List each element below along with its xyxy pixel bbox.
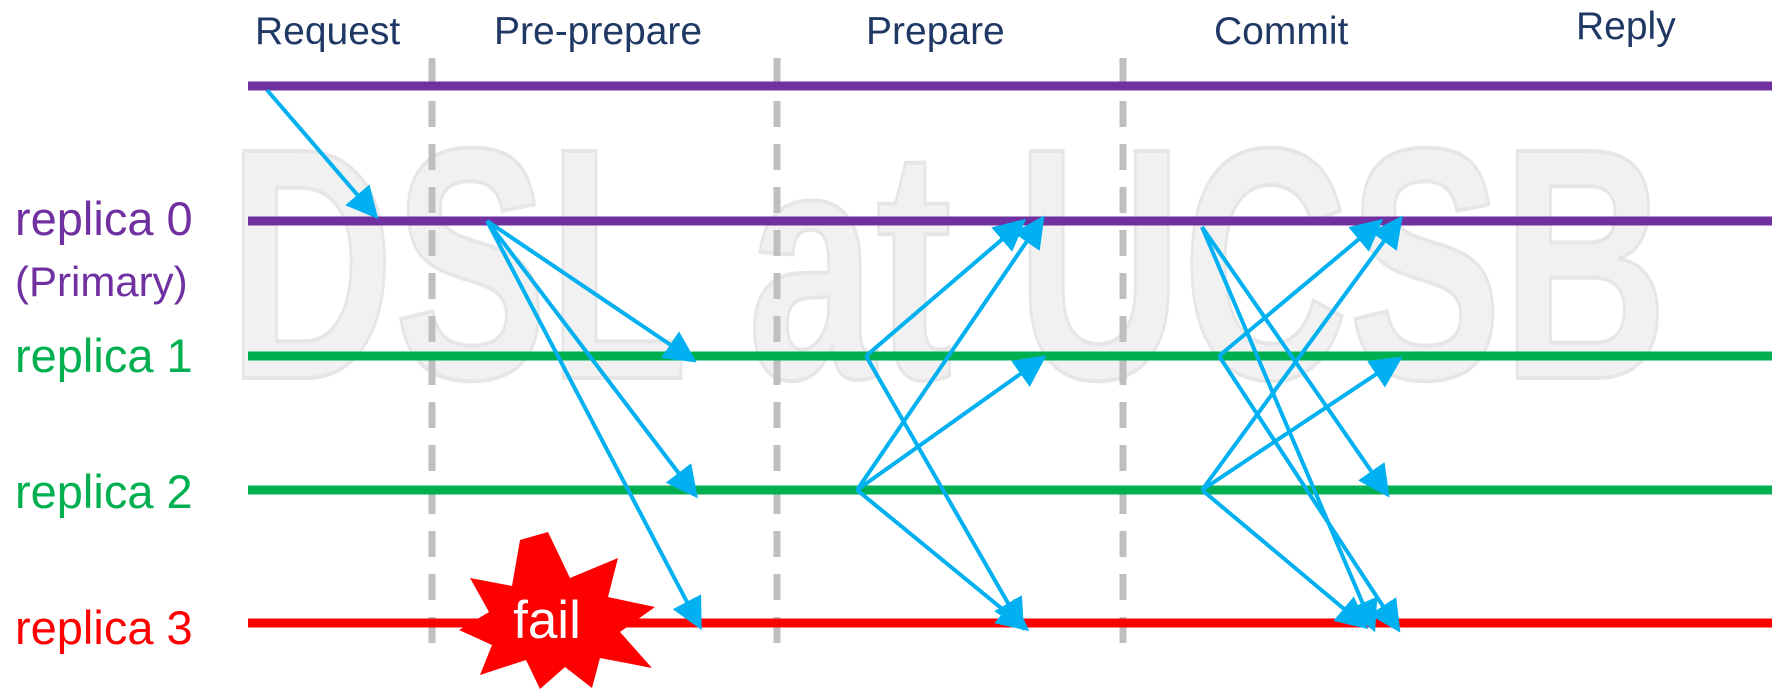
arrow-prepare-r2-r3 [855, 488, 1030, 632]
phase-label-commit: Commit [1214, 10, 1348, 53]
phase-dividers [428, 58, 1127, 650]
watermark-text: DSL at UCSB [228, 79, 1668, 448]
arrow-prepare-r2-r1 [855, 355, 1047, 492]
arrow-prepare-r1-r3 [864, 355, 1024, 631]
arrow-commit-r0-r2 [1200, 225, 1390, 498]
arrow-prepare-r1-r0 [864, 218, 1027, 358]
arrow-commit-r2-r1 [1200, 356, 1403, 492]
arrow-commit-r2-r0 [1200, 215, 1403, 492]
phase-labels: Request Pre-prepare Prepare Commit Reply [255, 5, 1676, 53]
arrow-request-client-r0 [265, 88, 379, 220]
fail-label: fail [513, 591, 581, 650]
arrow-commit-r2-r3 [1200, 488, 1369, 630]
replica-3-label: replica 3 [15, 601, 193, 654]
replica-2-label: replica 2 [15, 465, 193, 518]
arrow-preprepare-r0-r2 [485, 219, 698, 499]
arrow-commit-r1-r0 [1217, 218, 1384, 358]
replica-1-label: replica 1 [15, 329, 193, 382]
replica-0-label: replica 0 [15, 192, 193, 245]
phase-label-preprepare: Pre-prepare [494, 10, 702, 53]
arrow-commit-r1-r3 [1217, 354, 1401, 633]
replica-labels: replica 0 (Primary) replica 1 replica 2 … [15, 192, 193, 654]
fail-burst: fail [459, 532, 655, 689]
arrow-preprepare-r0-r3 [485, 220, 702, 631]
fail-burst-shape [459, 532, 655, 689]
arrow-preprepare-r0-r1 [485, 219, 697, 363]
phase-label-reply: Reply [1576, 5, 1676, 48]
phase-label-prepare: Prepare [866, 10, 1005, 53]
message-arrows [265, 88, 1403, 633]
arrow-commit-r0-r3a [1200, 226, 1378, 633]
replica-0-sublabel: (Primary) [15, 258, 188, 305]
phase-label-request: Request [255, 10, 400, 53]
arrow-prepare-r2-r0 [855, 215, 1045, 492]
